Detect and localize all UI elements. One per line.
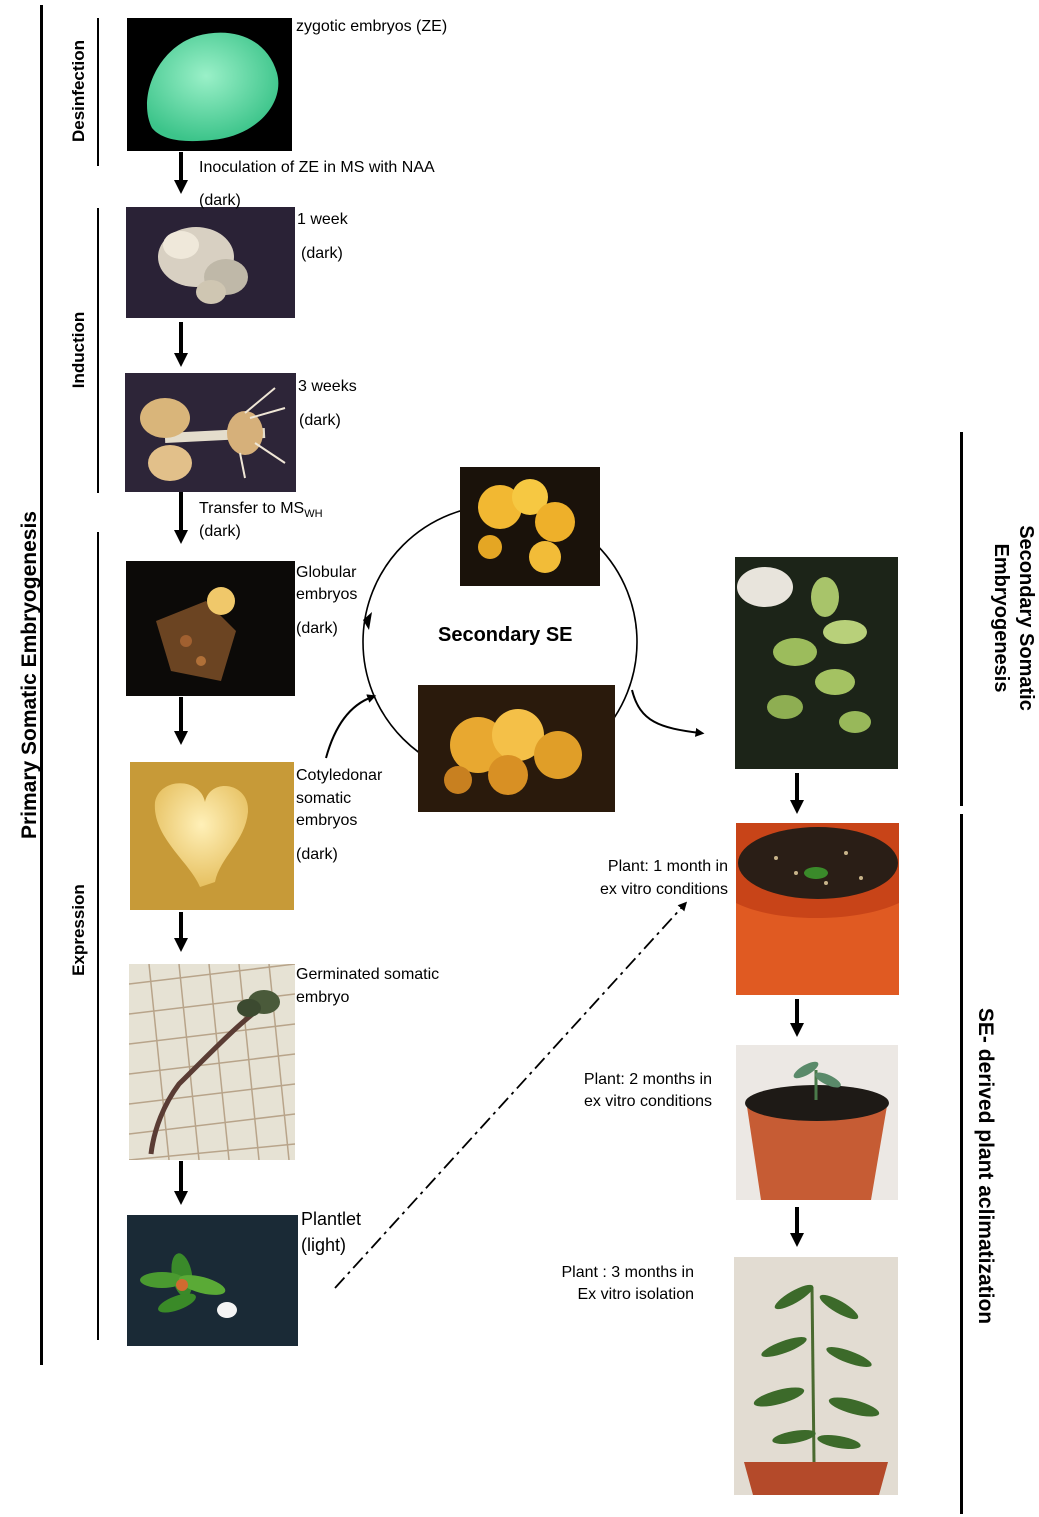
label-transfer-text: Transfer to MS <box>199 500 304 517</box>
globular-embryos-photo <box>126 561 295 696</box>
label-globular-line2: embryos <box>296 583 357 606</box>
label-2-months-line2: ex vitro conditions <box>540 1090 712 1113</box>
label-plantlet-line2: (light) <box>301 1232 346 1258</box>
label-plantlet-line1: Plantlet <box>301 1206 361 1232</box>
label-1-week: 1 week <box>297 208 348 231</box>
label-zygotic-embryos: zygotic embryos (ZE) <box>296 15 447 38</box>
label-inoculation: Inoculation of ZE in MS with NAA <box>199 156 435 179</box>
label-cotyledonar-dark: (dark) <box>296 843 338 866</box>
secondary-se-title: Secondary SE <box>438 624 573 647</box>
label-3-months-line1: Plant : 3 months in <box>520 1261 694 1284</box>
secondary-se-top-photo <box>460 467 600 586</box>
callus-3-weeks-photo <box>125 373 296 492</box>
label-transfer-dark: (dark) <box>199 520 241 543</box>
label-1-week-dark: (dark) <box>301 242 343 265</box>
secondary-plants-photo <box>735 557 898 769</box>
to-cycle-arrow <box>326 697 372 758</box>
label-3-months-line2: Ex vitro isolation <box>520 1283 694 1306</box>
plantlet-photo <box>127 1215 298 1346</box>
label-globular-dark: (dark) <box>296 617 338 640</box>
label-3-weeks-dark: (dark) <box>299 409 341 432</box>
secondary-se-bottom-photo <box>418 685 615 812</box>
label-3-weeks: 3 weeks <box>298 375 357 398</box>
label-cotyledonar-line2: somatic <box>296 787 351 810</box>
zygotic-embryo-photo <box>127 18 292 151</box>
germinated-embryo-photo <box>129 964 295 1160</box>
label-inoculation-dark: (dark) <box>199 189 241 212</box>
label-germinated-line2: embryo <box>296 986 349 1009</box>
label-1-month-line1: Plant: 1 month in <box>560 855 728 878</box>
label-1-month-line2: ex vitro conditions <box>560 878 728 901</box>
to-secondary-plant-arrow <box>632 690 700 733</box>
callus-1-week-photo <box>126 207 295 318</box>
cotyledonar-embryos-photo <box>130 762 294 910</box>
plant-3-months-photo <box>734 1257 898 1495</box>
label-transfer-subscript: WH <box>304 508 322 520</box>
plant-1-month-photo <box>736 823 899 995</box>
label-germinated-line1: Germinated somatic <box>296 963 439 986</box>
label-cotyledonar-line3: embryos <box>296 809 357 832</box>
plant-2-months-photo <box>736 1045 898 1200</box>
label-cotyledonar-line1: Cotyledonar <box>296 764 382 787</box>
label-2-months-line1: Plant: 2 months in <box>540 1068 712 1091</box>
label-globular-line1: Globular <box>296 561 356 584</box>
